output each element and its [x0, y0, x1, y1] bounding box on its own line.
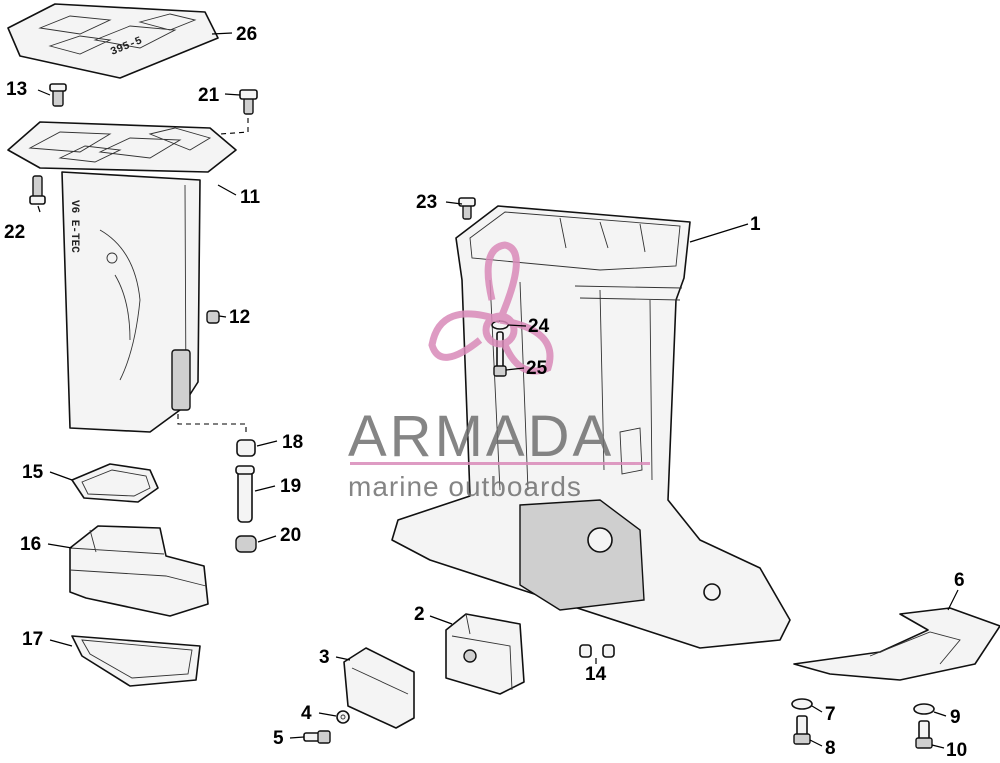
- part-7-washer: [791, 698, 813, 710]
- part-9-washer: [913, 703, 935, 715]
- callout-6: 6: [954, 570, 965, 591]
- part-12-nut: [206, 310, 220, 324]
- part-2-mount: [445, 613, 525, 695]
- part-17-gasket: [71, 635, 201, 687]
- propeller-logo-icon: [428, 241, 554, 375]
- part-8-bolt: [793, 715, 811, 745]
- leader-lines: [37, 32, 959, 749]
- part-6-plate: [793, 607, 1000, 681]
- callout-25: 25: [526, 358, 548, 379]
- callout-23: 23: [416, 192, 437, 213]
- callout-2: 2: [414, 604, 425, 625]
- callout-14: 14: [585, 664, 607, 685]
- part-23-screw: [458, 197, 476, 220]
- callout-5: 5: [273, 728, 284, 749]
- part-19-tube: [235, 465, 255, 523]
- callout-19: 19: [280, 476, 301, 497]
- watermark-tagline: marine outboards: [348, 471, 582, 502]
- part-5-screw: [303, 730, 331, 744]
- part-20-grommet: [235, 535, 257, 553]
- callout-12: 12: [229, 307, 250, 328]
- callout-18: 18: [282, 432, 303, 453]
- callout-labels: 26 13 21 11 22 12 15 16 17 18 19 20 1 23…: [4, 24, 967, 761]
- callout-3: 3: [319, 647, 330, 668]
- callout-13: 13: [6, 79, 27, 100]
- adapter-casting-label: V6 E-TEC: [68, 200, 80, 253]
- callout-22: 22: [4, 222, 25, 243]
- callout-26: 26: [236, 24, 257, 45]
- callout-16: 16: [20, 534, 41, 555]
- part-18-sleeve: [236, 439, 256, 457]
- callout-20: 20: [280, 525, 301, 546]
- part-21-install-path: [219, 118, 249, 135]
- part-13-screw: [49, 83, 67, 107]
- callout-7: 7: [825, 704, 836, 725]
- callout-21: 21: [198, 85, 220, 106]
- part-21-screw: [239, 89, 258, 115]
- callout-9: 9: [950, 707, 961, 728]
- part-14-bushings: [579, 644, 615, 658]
- callout-1: 1: [750, 214, 761, 235]
- parts-18-20-install-path: [177, 414, 247, 436]
- callout-4: 4: [301, 703, 312, 724]
- callout-10: 10: [946, 740, 967, 761]
- callout-11: 11: [240, 187, 261, 208]
- part-22-screw: [29, 175, 46, 205]
- part-10-bolt: [915, 720, 933, 749]
- part-11-exhaust-adapter: V6 E-TEC: [7, 121, 237, 433]
- part-15-seal: [71, 463, 159, 503]
- part-26-gasket: 395-5: [7, 3, 219, 79]
- callout-24: 24: [528, 316, 550, 337]
- part-3-cover: [343, 647, 415, 729]
- callout-17: 17: [22, 629, 43, 650]
- callout-15: 15: [22, 462, 44, 483]
- callout-8: 8: [825, 738, 836, 759]
- part-16-exhaust-seal-housing: [69, 525, 209, 617]
- armada-watermark: ARMADA marine outboards: [348, 241, 650, 502]
- watermark-divider: [350, 462, 650, 465]
- part-4-washer: [336, 710, 350, 724]
- watermark-brand: ARMADA: [348, 404, 614, 469]
